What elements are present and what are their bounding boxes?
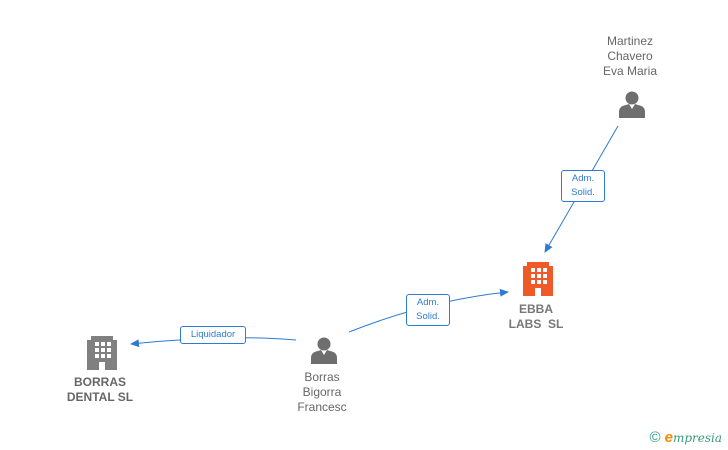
brand-name: mpresia <box>672 431 722 445</box>
label-line: Martinez <box>606 34 653 48</box>
copyright-symbol: © <box>649 429 661 446</box>
label-line: EBBA <box>518 302 553 316</box>
edge-label-line: Solid. <box>416 311 440 322</box>
building-icon[interactable] <box>87 336 117 370</box>
edge-label-line: Adm. <box>571 173 595 184</box>
label-line: Francesc <box>297 400 347 414</box>
building-icon[interactable] <box>523 262 553 296</box>
edge-label-borras-dental[interactable]: Liquidador <box>180 326 246 344</box>
label-line: BORRAS <box>73 375 126 389</box>
brand-logo: empresia <box>665 429 722 446</box>
person-icon[interactable] <box>311 337 337 365</box>
node-label-ebba[interactable]: EBBA LABS SL <box>488 302 584 332</box>
label-line: Bigorra <box>302 385 342 399</box>
label-line: Borras <box>304 370 340 384</box>
label-line: Chavero <box>607 49 653 63</box>
label-line: DENTAL SL <box>66 390 134 404</box>
node-label-borras-person[interactable]: Borras Bigorra Francesc <box>274 370 370 415</box>
empresia-watermark: © empresia <box>650 429 722 446</box>
edge-label-line: Liquidador <box>190 329 236 340</box>
edge-label-line: Solid. <box>571 187 595 198</box>
node-label-martinez[interactable]: Martinez Chavero Eva Maria <box>582 34 678 79</box>
edge-label-line: Adm. <box>416 297 440 308</box>
node-label-borras-dental[interactable]: BORRAS DENTAL SL <box>52 375 148 405</box>
label-line: LABS SL <box>508 317 564 331</box>
edge-label-martinez-ebba[interactable]: Adm. Solid. <box>561 170 605 202</box>
brand-initial: e <box>664 429 673 446</box>
person-icon[interactable] <box>619 91 645 119</box>
label-line: Eva Maria <box>602 64 658 78</box>
edge-label-borras-ebba[interactable]: Adm. Solid. <box>406 294 450 326</box>
